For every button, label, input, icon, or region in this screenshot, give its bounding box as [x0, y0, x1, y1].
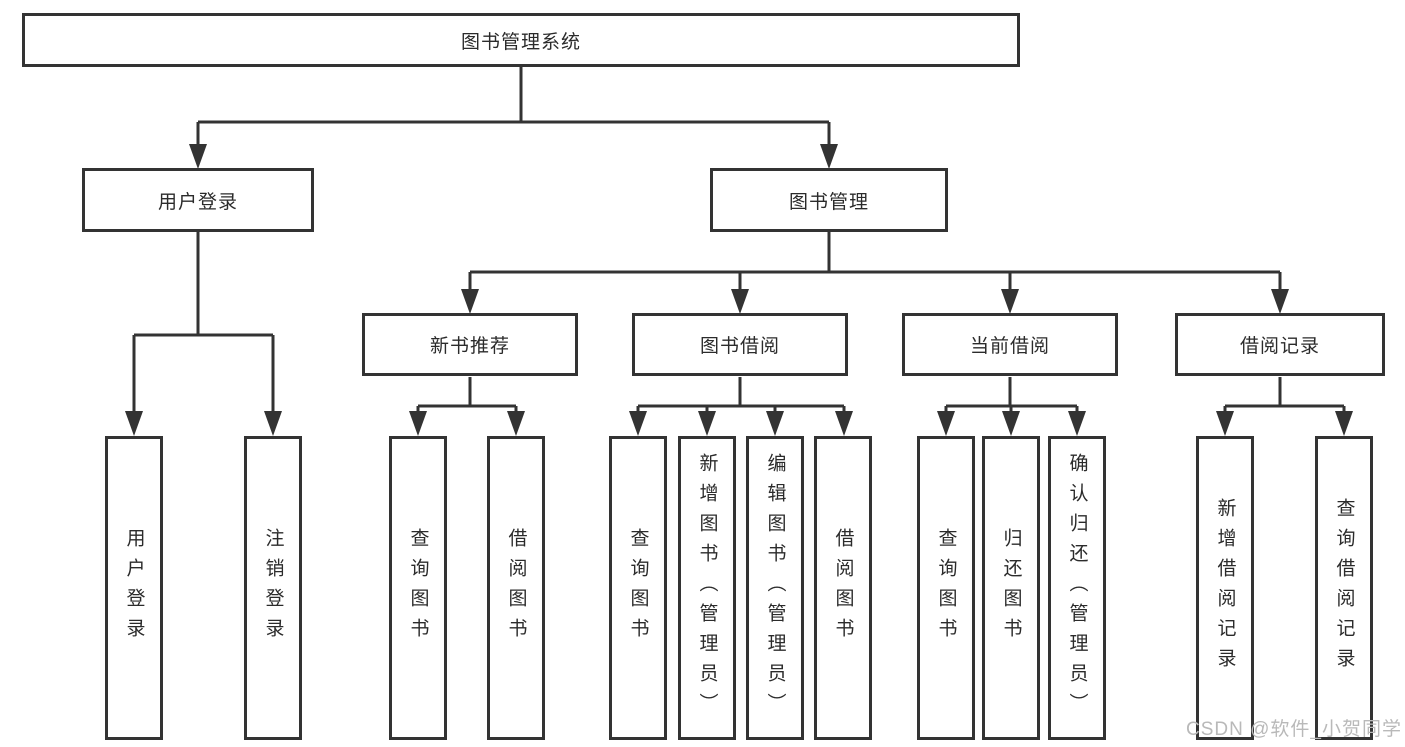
leaf-label: 查询图书	[935, 528, 957, 648]
leaf-edit-books-admin: 编辑图书（管理员）	[746, 436, 804, 740]
node-borrow-records: 借阅记录	[1175, 313, 1385, 376]
leaf-label: 借阅图书	[505, 528, 527, 648]
leaf-borrow-books-rec: 借阅图书	[487, 436, 545, 740]
leaf-label: 新增借阅记录	[1214, 498, 1236, 678]
leaf-query-books-borrow: 查询图书	[609, 436, 667, 740]
arrow-down-icon	[1335, 411, 1353, 436]
node-current-borrow-label: 当前借阅	[969, 336, 1050, 357]
arrow-down-icon	[937, 411, 955, 436]
leaf-add-books-admin: 新增图书（管理员）	[678, 436, 736, 740]
node-book-mgmt: 图书管理	[710, 168, 948, 232]
arrow-down-icon	[835, 411, 853, 436]
leaf-query-books-current: 查询图书	[917, 436, 975, 740]
arrow-down-icon	[1068, 411, 1086, 436]
leaf-confirm-return-admin: 确认归还（管理员）	[1048, 436, 1106, 740]
node-book-mgmt-label: 图书管理	[788, 191, 869, 213]
arrow-down-icon	[189, 144, 207, 169]
leaf-label: 确认归还（管理员）	[1066, 453, 1088, 723]
connector-user-login-to-leaves	[132, 232, 275, 413]
arrow-down-icon	[766, 411, 784, 436]
arrow-down-icon	[125, 411, 143, 436]
node-book-borrow-label: 图书借阅	[699, 336, 780, 357]
leaf-label: 查询图书	[407, 528, 429, 648]
arrow-down-icon	[507, 411, 525, 436]
arrow-down-icon	[461, 289, 479, 314]
node-current-borrow: 当前借阅	[902, 313, 1118, 376]
connector-borrow-records-to-leaves	[1223, 377, 1346, 413]
arrow-down-icon	[1001, 289, 1019, 314]
leaf-label: 查询借阅记录	[1333, 498, 1355, 678]
leaf-logout: 注销登录	[244, 436, 302, 740]
node-new-book-rec: 新书推荐	[362, 313, 578, 376]
leaf-label: 注销登录	[262, 528, 284, 648]
node-root-label: 图书管理系统	[460, 31, 581, 53]
connector-book-borrow-to-leaves	[636, 377, 846, 413]
leaf-label: 借阅图书	[832, 528, 854, 648]
leaf-label: 新增图书（管理员）	[696, 453, 718, 723]
connector-new-book-rec-to-leaves	[416, 377, 518, 413]
arrow-down-icon	[1002, 411, 1020, 436]
connector-current-borrow-to-leaves	[944, 377, 1079, 413]
leaf-label: 查询图书	[627, 528, 649, 648]
arrow-down-icon	[1271, 289, 1289, 314]
node-root: 图书管理系统	[22, 13, 1020, 67]
node-book-borrow: 图书借阅	[632, 313, 848, 376]
connector-book-mgmt-to-level3	[468, 232, 1282, 291]
watermark: CSDN @软件_小贺同学	[1186, 719, 1402, 740]
arrow-down-icon	[264, 411, 282, 436]
leaf-user-login: 用户登录	[105, 436, 163, 740]
arrow-down-icon	[731, 289, 749, 314]
leaf-return-books: 归还图书	[982, 436, 1040, 740]
leaf-query-books-rec: 查询图书	[389, 436, 447, 740]
arrow-down-icon	[1216, 411, 1234, 436]
node-user-login: 用户登录	[82, 168, 314, 232]
leaf-label: 编辑图书（管理员）	[764, 453, 786, 723]
leaf-borrow-books: 借阅图书	[814, 436, 872, 740]
leaf-label: 归还图书	[1000, 528, 1022, 648]
arrow-down-icon	[409, 411, 427, 436]
leaf-add-borrow-record: 新增借阅记录	[1196, 436, 1254, 740]
node-user-login-label: 用户登录	[157, 191, 238, 213]
node-new-book-rec-label: 新书推荐	[429, 336, 510, 357]
leaf-query-borrow-record: 查询借阅记录	[1315, 436, 1373, 740]
arrow-down-icon	[820, 144, 838, 169]
arrow-down-icon	[698, 411, 716, 436]
arrow-down-icon	[629, 411, 647, 436]
node-borrow-records-label: 借阅记录	[1239, 336, 1320, 357]
leaf-label: 用户登录	[123, 528, 145, 648]
connector-root-to-level2	[196, 67, 831, 146]
